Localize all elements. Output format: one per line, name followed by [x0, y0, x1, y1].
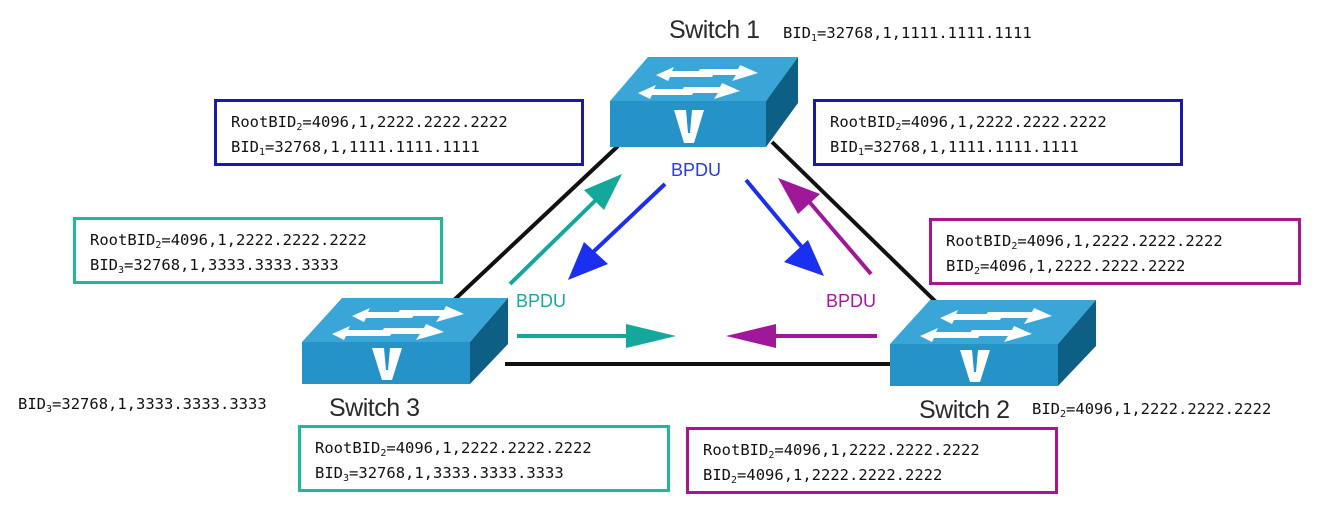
root-subscript: 2	[380, 448, 387, 459]
bid-prefix: BID	[1032, 400, 1060, 418]
bid-subscript: 2	[1060, 409, 1067, 420]
bpdu-arrow-switch2-to-switch1	[778, 178, 873, 276]
bid-prefix: BID	[830, 138, 858, 156]
root-value: =4096,1,2222.2222.2222	[386, 439, 592, 457]
bpdu-label-switch1: BPDU	[671, 160, 722, 180]
bid-prefix: BID	[703, 466, 731, 484]
root-prefix: RootBID	[830, 113, 896, 131]
bpdu-box-switch1-right: RootBID2=4096,1,2222.2222.2222 BID1=3276…	[813, 99, 1183, 166]
root-bid-line: RootBID2=4096,1,2222.2222.2222	[946, 230, 1298, 255]
bpdu-box-switch2-lower: RootBID2=4096,1,2222.2222.2222 BID2=4096…	[686, 427, 1058, 494]
bid-value: =32768,1,1111.1111.1111	[817, 24, 1032, 42]
bid-line: BID2=4096,1,2222.2222.2222	[946, 255, 1298, 280]
bid-line: BID3=32768,1,3333.3333.3333	[315, 462, 667, 487]
root-value: =4096,1,2222.2222.2222	[1017, 232, 1223, 250]
bid-prefix: BID	[231, 138, 259, 156]
bid-subscript: 2	[731, 475, 738, 486]
link-switch1-switch2	[770, 140, 938, 304]
bid-prefix: BID	[783, 24, 811, 42]
switch2-name: Switch 2	[919, 396, 1010, 424]
bpdu-box-switch3-upper: RootBID2=4096,1,2222.2222.2222 BID3=3276…	[73, 217, 443, 284]
root-prefix: RootBID	[315, 439, 381, 457]
bid-prefix: BID	[18, 395, 46, 413]
switch1-icon[interactable]	[610, 57, 798, 147]
bid-subscript: 1	[811, 33, 818, 44]
switch3-icon[interactable]	[302, 298, 508, 384]
root-value: =4096,1,2222.2222.2222	[302, 113, 508, 131]
root-bid-line: RootBID2=4096,1,2222.2222.2222	[315, 437, 667, 462]
root-value: =4096,1,2222.2222.2222	[774, 441, 980, 459]
bid-value: =32768,1,1111.1111.1111	[864, 138, 1079, 156]
root-bid-line: RootBID2=4096,1,2222.2222.2222	[830, 111, 1180, 136]
bpdu-arrow-switch3-to-switch1	[508, 174, 622, 286]
root-subscript: 2	[1011, 241, 1018, 252]
root-subscript: 2	[895, 122, 902, 133]
bpdu-arrows	[508, 174, 877, 348]
bid-value: =4096,1,2222.2222.2222	[1066, 400, 1272, 418]
root-prefix: RootBID	[946, 232, 1012, 250]
bid-value: =32768,1,1111.1111.1111	[265, 138, 480, 156]
switch2-bid: BID2=4096,1,2222.2222.2222	[1032, 400, 1272, 420]
root-prefix: RootBID	[231, 113, 297, 131]
switch2-icon[interactable]	[890, 300, 1096, 386]
bid-subscript: 1	[858, 147, 865, 158]
bid-value: =32768,1,3333.3333.3333	[124, 256, 339, 274]
bpdu-label-switch2: BPDU	[826, 291, 877, 311]
bid-subscript: 3	[343, 473, 350, 484]
root-value: =4096,1,2222.2222.2222	[161, 231, 367, 249]
root-subscript: 2	[155, 240, 162, 251]
root-value: =4096,1,2222.2222.2222	[901, 113, 1107, 131]
bpdu-arrow-switch2-to-switch3	[726, 324, 877, 348]
bid-line: BID2=4096,1,2222.2222.2222	[703, 464, 1055, 489]
root-subscript: 2	[768, 450, 775, 461]
bid-prefix: BID	[946, 257, 974, 275]
switch1-bid: BID1=32768,1,1111.1111.1111	[783, 24, 1032, 44]
bid-value: =4096,1,2222.2222.2222	[980, 257, 1186, 275]
switch3-bid: BID3=32768,1,3333.3333.3333	[18, 395, 267, 415]
link-switch1-switch3	[450, 144, 620, 304]
root-bid-line: RootBID2=4096,1,2222.2222.2222	[231, 111, 581, 136]
bpdu-label-switch3: BPDU	[516, 291, 567, 311]
bid-line: BID1=32768,1,1111.1111.1111	[830, 136, 1180, 161]
bid-line: BID1=32768,1,1111.1111.1111	[231, 136, 581, 161]
bid-prefix: BID	[315, 464, 343, 482]
bid-subscript: 2	[974, 266, 981, 277]
root-bid-line: RootBID2=4096,1,2222.2222.2222	[703, 439, 1055, 464]
root-bid-line: RootBID2=4096,1,2222.2222.2222	[90, 229, 440, 254]
bpdu-arrow-switch1-to-switch3	[568, 182, 667, 280]
bid-subscript: 1	[259, 147, 266, 158]
bpdu-arrow-switch1-to-switch2	[744, 178, 824, 276]
bid-subscript: 3	[118, 265, 125, 276]
bid-prefix: BID	[90, 256, 118, 274]
root-prefix: RootBID	[703, 441, 769, 459]
bid-value: =32768,1,3333.3333.3333	[349, 464, 564, 482]
root-subscript: 2	[296, 122, 303, 133]
bpdu-box-switch2-upper: RootBID2=4096,1,2222.2222.2222 BID2=4096…	[929, 218, 1301, 285]
bpdu-box-switch3-lower: RootBID2=4096,1,2222.2222.2222 BID3=3276…	[298, 425, 670, 492]
bpdu-box-switch1-left: RootBID2=4096,1,2222.2222.2222 BID1=3276…	[214, 99, 584, 166]
bid-subscript: 3	[46, 404, 53, 415]
switch1-name: Switch 1	[669, 16, 760, 44]
bid-line: BID3=32768,1,3333.3333.3333	[90, 254, 440, 279]
switch3-name: Switch 3	[329, 394, 420, 422]
links	[450, 140, 938, 366]
root-prefix: RootBID	[90, 231, 156, 249]
bid-value: =32768,1,3333.3333.3333	[52, 395, 267, 413]
bid-value: =4096,1,2222.2222.2222	[737, 466, 943, 484]
bpdu-arrow-switch3-to-switch2	[517, 324, 676, 348]
